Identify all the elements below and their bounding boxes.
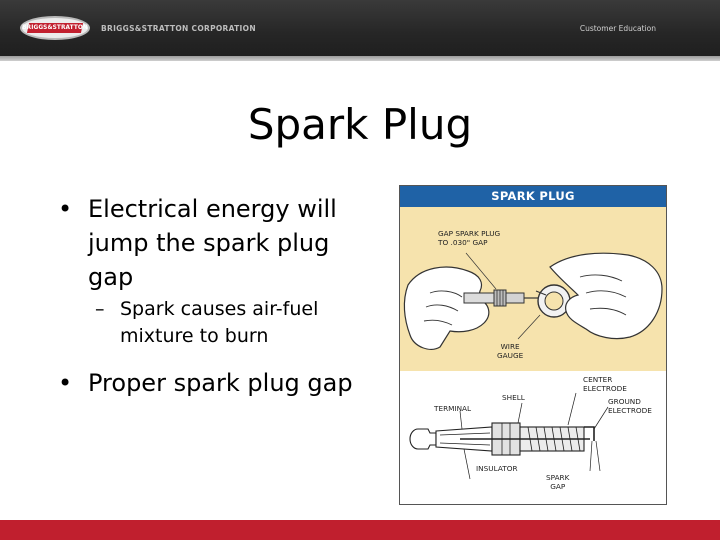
sub-bullet-dash: – xyxy=(95,298,105,320)
shell-label: SHELL xyxy=(502,393,525,402)
bullet-item: • Proper spark plug gap xyxy=(55,366,365,400)
spark-plug-cross-section xyxy=(409,392,609,480)
center-electrode-line2: ELECTRODE xyxy=(583,383,627,393)
ground-electrode-line1: GROUND xyxy=(608,397,641,406)
corporation-name: BRIGGS&STRATTON CORPORATION xyxy=(101,24,256,33)
center-electrode-label: CENTER ELECTRODE xyxy=(583,375,627,393)
insulator-label: INSULATOR xyxy=(476,464,518,473)
slide-title: Spark Plug xyxy=(247,100,473,149)
bullet-dot: • xyxy=(58,195,73,223)
hands-gauge-illustration xyxy=(403,252,663,350)
gap-spec-label: GAP SPARK PLUG TO .030" GAP xyxy=(438,229,501,247)
gap-spec-line1: GAP SPARK PLUG xyxy=(438,229,501,238)
bullet-dot: • xyxy=(58,369,73,397)
bullet-item: • Electrical energy will jump the spark … xyxy=(55,192,365,294)
ground-electrode-line2: ELECTRODE xyxy=(608,405,652,415)
terminal-label: TERMINAL xyxy=(434,404,472,413)
bullet-list: • Electrical energy will jump the spark … xyxy=(55,192,365,400)
spark-gap-label: SPARK GAP xyxy=(546,473,570,491)
wire-gauge-label: WIRE GAUGE xyxy=(497,342,524,360)
footer-bar xyxy=(0,520,720,540)
wire-gauge-line1: WIRE xyxy=(500,342,520,351)
sub-bullet-text: Spark causes air-fuel mixture to burn xyxy=(120,298,319,347)
sub-bullet-item: – Spark causes air-fuel mixture to burn xyxy=(55,296,365,350)
section-label: Customer Education xyxy=(579,24,656,33)
gapping-illustration: GAP SPARK PLUG TO .030" GAP WIRE GAUGE xyxy=(400,207,666,371)
center-electrode-line1: CENTER xyxy=(583,375,613,384)
ground-electrode-label: GROUND ELECTRODE xyxy=(608,397,652,415)
figure-header: SPARK PLUG xyxy=(400,186,666,207)
logo-text: BRIGGS&STRATTON xyxy=(22,25,88,31)
spark-plug-figure: SPARK PLUG xyxy=(399,185,667,505)
wire-gauge-line2: GAUGE xyxy=(497,350,524,360)
bullet-text: Electrical energy will jump the spark pl… xyxy=(88,195,337,291)
header-band: BRIGGS&STRATTON BRIGGS&STRATTON CORPORAT… xyxy=(0,0,720,56)
gap-spec-line2: TO .030" GAP xyxy=(438,237,488,247)
briggs-stratton-logo: BRIGGS&STRATTON xyxy=(20,16,90,40)
spark-gap-line1: SPARK xyxy=(546,473,570,482)
header-rule xyxy=(0,56,720,61)
spark-gap-line2: GAP xyxy=(550,481,566,491)
bullet-text: Proper spark plug gap xyxy=(88,369,353,397)
